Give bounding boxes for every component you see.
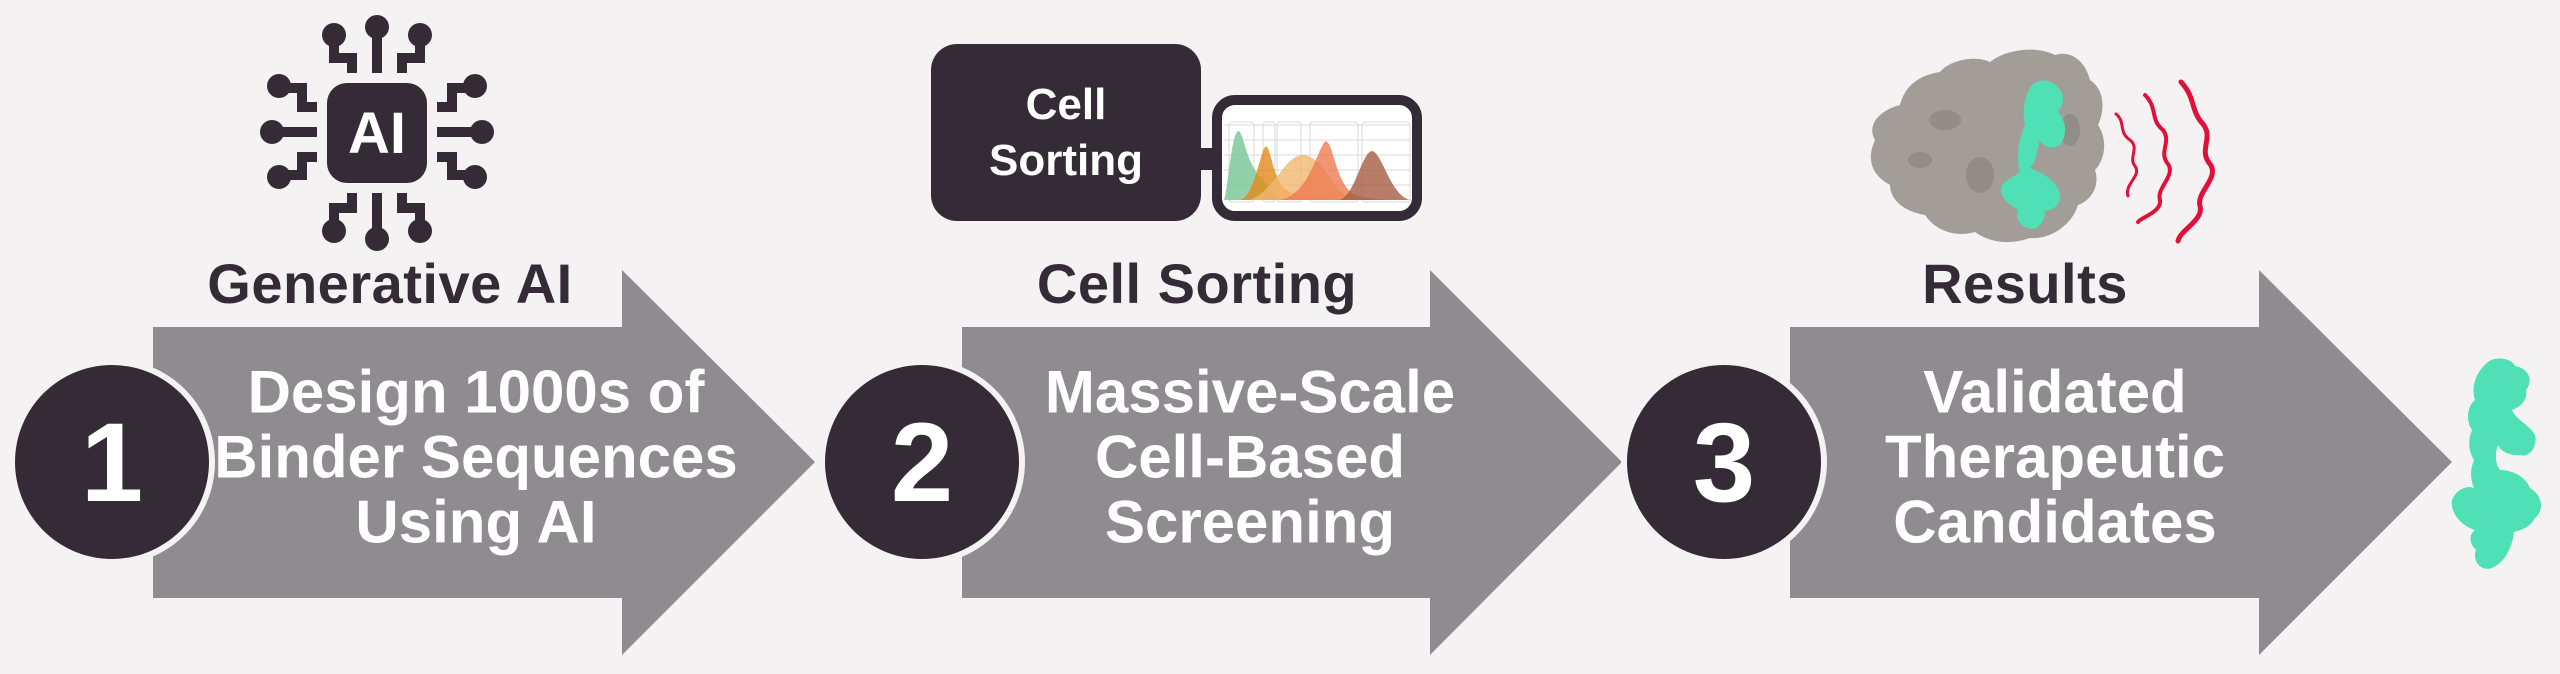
step-3-description: Validated Therapeutic Candidates [1885,360,2225,555]
step-1-line-2: Binder Sequences [214,423,738,491]
histogram-peak-brown [1340,151,1410,200]
step-3-number-badge: 3 [1627,365,1821,559]
step-1-description: Design 1000s of Binder Sequences Using A… [214,360,738,555]
binding-signal-waves [2114,79,2215,244]
histogram-peak-salmon [1280,141,1395,200]
arrow-step-2 [962,270,1622,655]
step-3-line-1: Validated [1923,358,2187,426]
step-1-line-3: Using AI [355,488,597,556]
histogram-peak-green [1224,131,1280,200]
cell-sorting-label-line-2: Sorting [989,135,1143,185]
arrow-step-1 [153,270,815,655]
step-3-line-2: Therapeutic [1884,423,2226,491]
protein-binding-icon [1870,49,2215,244]
arrow-step-3 [1790,270,2452,655]
ai-chip-icon: AI [260,15,494,251]
step-2-line-2: Cell-Based [1094,423,1406,491]
step-2-description: Massive-Scale Cell-Based Screening [1045,360,1455,555]
step-1-number-badge: 1 [15,365,209,559]
cell-sorting-label-line-1: Cell [1025,79,1107,129]
step-2-number-badge: 2 [825,365,1019,559]
step-1-line-1: Design 1000s of [247,358,705,426]
binder-molecule-icon [2451,358,2542,569]
step-3-title: Results [1922,252,2128,315]
ai-chip-label: AI [348,101,406,166]
cell-sorting-histogram-icon [1195,95,1422,221]
step-2-title: Cell Sorting [1036,252,1358,315]
step-3-line-3: Candidates [1893,488,2217,556]
bound-binder-peptide [2001,80,2066,229]
step-2-line-3: Screening [1104,488,1396,556]
cell-sorting-label-box: Cell Sorting [931,44,1201,221]
step-2-line-1: Massive-Scale [1044,358,1456,426]
step-1-title: Generative AI [207,252,573,315]
